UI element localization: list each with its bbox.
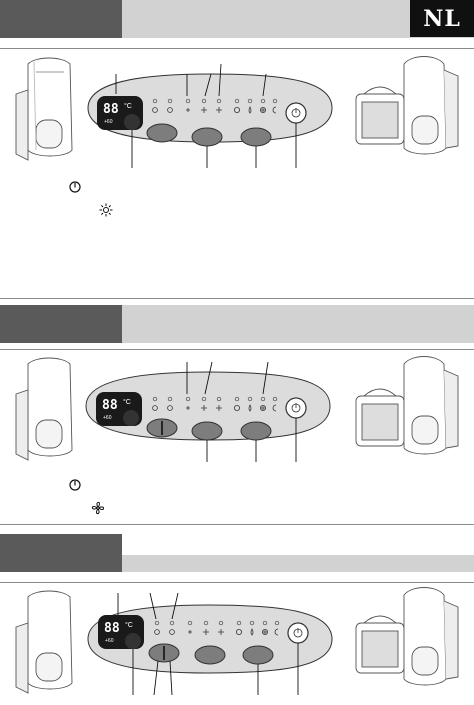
lcd-sublabel: +60 xyxy=(104,119,113,125)
lcd-sublabel: +60 xyxy=(105,638,114,644)
section-3-rule xyxy=(0,582,474,583)
note-row-fan xyxy=(91,501,105,515)
note-row-power-1 xyxy=(68,180,82,194)
note-row-power-2 xyxy=(68,478,82,492)
section-2-header-dark xyxy=(0,305,122,343)
fan-icon xyxy=(91,501,105,515)
section-3-header-light xyxy=(122,555,474,572)
lcd-unit: °C xyxy=(125,621,133,629)
control-panel-2: 88 °C +60 xyxy=(85,371,331,441)
diagram-panel-3: 88 °C +60 xyxy=(0,583,474,705)
button-left xyxy=(146,123,178,143)
lcd-sublabel: +60 xyxy=(103,415,112,421)
button-right xyxy=(240,127,272,147)
lcd-digits: 88 xyxy=(103,102,119,117)
section-2-rule xyxy=(0,349,474,350)
heater-unit-left xyxy=(15,357,73,461)
heater-unit-left xyxy=(15,57,73,161)
fan-heater-cube xyxy=(355,86,405,145)
power-icon xyxy=(69,181,81,193)
lcd-unit: °C xyxy=(123,398,131,406)
section-3-top-rule xyxy=(0,524,474,525)
note-row-sun xyxy=(99,203,113,217)
section-1-header-dark xyxy=(0,0,122,38)
lcd-digits: 88 xyxy=(104,621,120,636)
language-badge: NL xyxy=(410,0,474,37)
heater-unit-right xyxy=(403,56,459,155)
section-1-rule xyxy=(0,48,474,49)
control-panel-1: 88 °C +60 xyxy=(87,73,333,147)
sun-icon xyxy=(99,203,113,217)
power-icon xyxy=(69,479,81,491)
lcd-unit: °C xyxy=(124,102,132,110)
control-panel-3: 88 °C +60 xyxy=(87,604,333,674)
lcd-digits: 88 xyxy=(102,398,118,413)
button-middle xyxy=(191,127,223,147)
temp-knob xyxy=(124,114,140,130)
diagram-panel-1: 88 °C +60 xyxy=(0,50,474,185)
section-2-header-light xyxy=(122,305,474,343)
section-3-header-dark xyxy=(0,534,122,572)
section-2-top-rule xyxy=(0,298,474,299)
diagram-panel-2: 88 °C +60 xyxy=(0,350,474,475)
